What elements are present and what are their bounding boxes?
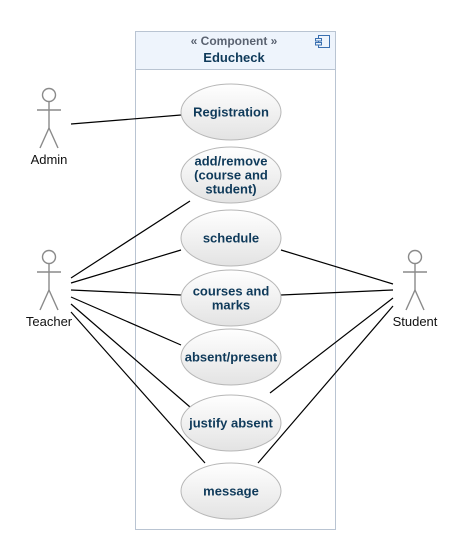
associations-layer bbox=[70, 114, 394, 464]
actor-student: Student bbox=[393, 249, 438, 329]
use-case-ellipse bbox=[180, 462, 282, 520]
actor-teacher: Teacher bbox=[26, 249, 73, 329]
use-case-label: absent/present bbox=[185, 350, 278, 365]
component-name: Educheck bbox=[203, 50, 265, 65]
use-case-label: (course and bbox=[194, 168, 268, 183]
use-case-absent-present: absent/present bbox=[180, 328, 282, 386]
association-teacher-add-remove bbox=[70, 200, 191, 279]
use-case-ellipse bbox=[180, 394, 282, 452]
use-case-label: schedule bbox=[203, 231, 259, 246]
use-case-schedule: schedule bbox=[180, 209, 282, 267]
association-teacher-message bbox=[70, 311, 206, 464]
use-case-justify-absent: justify absent bbox=[180, 394, 282, 452]
component-stereotype: « Component » bbox=[191, 34, 278, 48]
association-teacher-justify-absent bbox=[70, 303, 191, 408]
actor-label: Student bbox=[393, 314, 438, 329]
association-teacher-schedule bbox=[70, 249, 182, 284]
use-case-ellipse bbox=[180, 269, 282, 327]
association-admin-registration bbox=[70, 114, 182, 125]
use-case-registration: Registration bbox=[180, 83, 282, 141]
use-case-label: message bbox=[203, 484, 259, 499]
use-case-ellipse bbox=[180, 209, 282, 267]
use-case-label: justify absent bbox=[188, 416, 273, 431]
use-case-ellipse bbox=[180, 328, 282, 386]
association-student-message bbox=[257, 305, 394, 464]
use-cases-layer: Registration add/remove(course andstudent… bbox=[180, 83, 282, 520]
use-case-label: student) bbox=[205, 182, 256, 197]
component-header bbox=[136, 32, 335, 69]
use-case-label: marks bbox=[212, 298, 250, 313]
actor-label: Teacher bbox=[26, 314, 73, 329]
association-student-courses-marks bbox=[280, 289, 394, 296]
actor-admin: Admin bbox=[31, 87, 68, 167]
use-case-ellipse bbox=[180, 146, 282, 204]
stick-figure-icon bbox=[37, 87, 61, 149]
use-case-label: add/remove bbox=[195, 154, 268, 169]
association-student-justify-absent bbox=[269, 297, 394, 394]
use-case-message: message bbox=[180, 462, 282, 520]
association-teacher-courses-marks bbox=[70, 289, 182, 296]
stick-figure-icon bbox=[403, 249, 427, 311]
stick-figure-icon bbox=[37, 249, 61, 311]
component-icon bbox=[315, 35, 330, 48]
use-case-label: Registration bbox=[193, 105, 269, 120]
use-case-ellipse bbox=[180, 83, 282, 141]
association-student-schedule bbox=[280, 249, 394, 285]
actor-label: Admin bbox=[31, 152, 68, 167]
use-case-label: courses and bbox=[193, 284, 270, 299]
association-teacher-absent-present bbox=[70, 296, 182, 346]
